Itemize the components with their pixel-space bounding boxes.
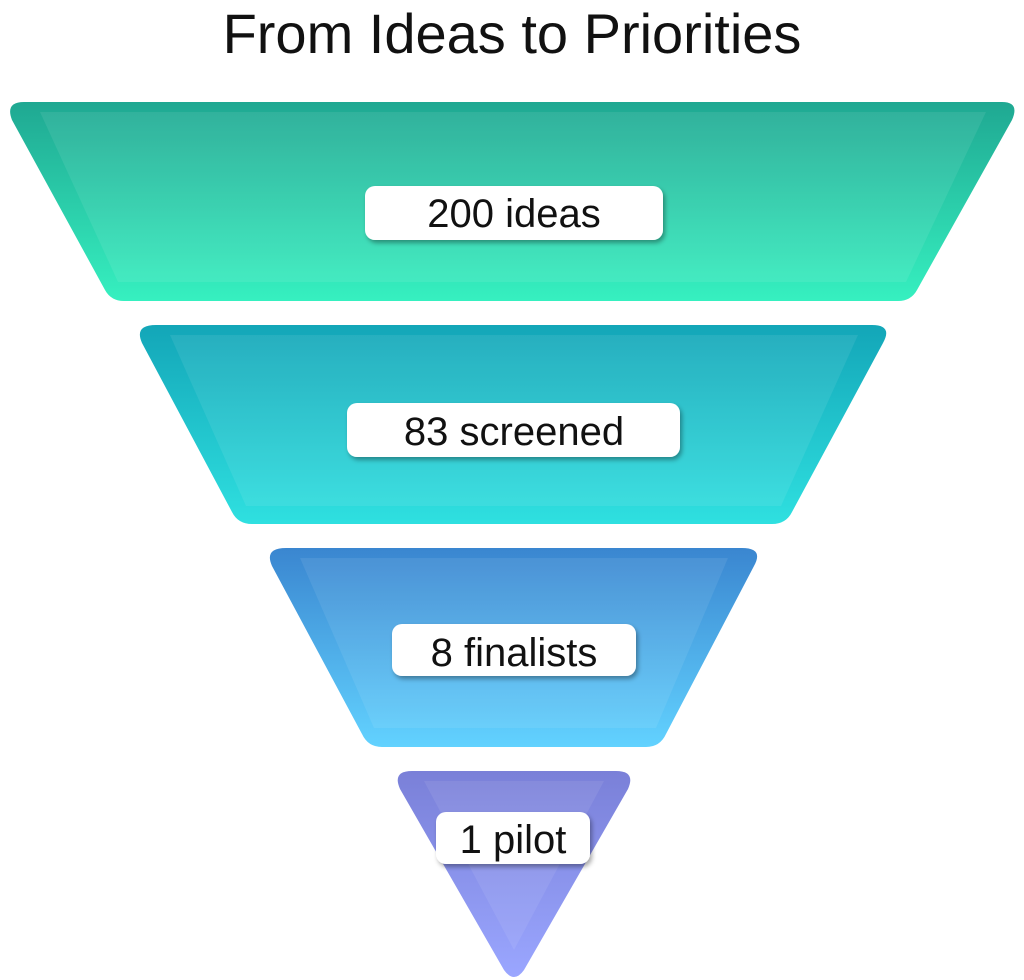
stage-label-box-2	[347, 403, 680, 457]
funnel-stage-3: 8 finalists	[269, 548, 758, 747]
stage-label-box-1	[365, 186, 663, 240]
stage-label-box-3	[392, 624, 636, 676]
stage-label-3: 8 finalists	[431, 631, 598, 675]
funnel-stage-4: 1 pilot	[397, 771, 631, 977]
stage-label-1: 200 ideas	[427, 192, 600, 236]
diagram-title: From Ideas to Priorities	[222, 2, 802, 65]
stage-label-4: 1 pilot	[460, 818, 567, 862]
funnel-stage-2: 83 screened	[139, 325, 887, 524]
funnel-stage-1: 200 ideas	[10, 102, 1015, 301]
stage-label-2: 83 screened	[404, 410, 624, 454]
stage-label-box-4	[436, 812, 590, 864]
